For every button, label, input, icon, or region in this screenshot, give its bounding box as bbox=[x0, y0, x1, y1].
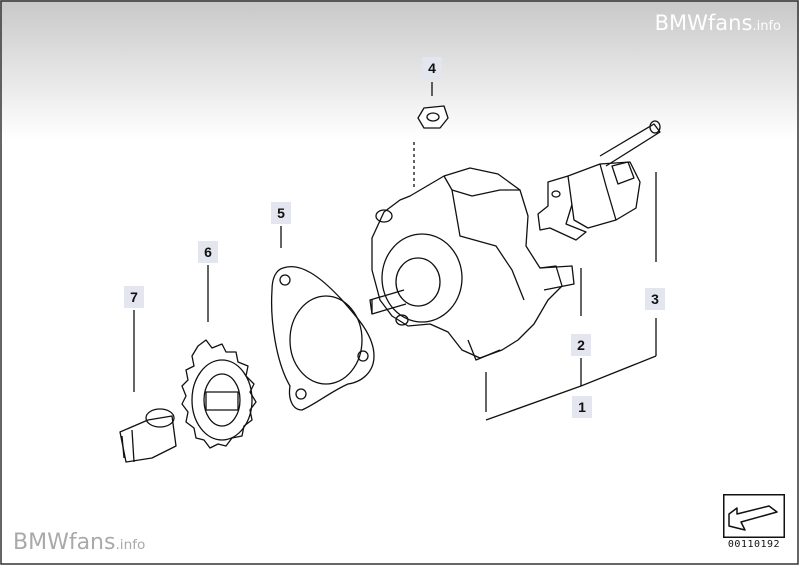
callout-6[interactable]: 6 bbox=[198, 241, 218, 263]
sprocket-part bbox=[181, 339, 257, 449]
callout-5[interactable]: 5 bbox=[271, 202, 291, 224]
nut-part bbox=[417, 105, 449, 129]
watermark-top: BMWfans.info bbox=[654, 11, 781, 35]
leader-lines bbox=[133, 82, 657, 421]
high-pressure-pump-part bbox=[369, 167, 575, 361]
navigation-arrow-icon[interactable] bbox=[723, 494, 785, 538]
pressure-control-valve-part bbox=[537, 120, 661, 241]
callout-4[interactable]: 4 bbox=[422, 57, 442, 79]
callout-2[interactable]: 2 bbox=[571, 334, 591, 356]
callout-1[interactable]: 1 bbox=[572, 396, 592, 418]
callout-3[interactable]: 3 bbox=[645, 288, 665, 310]
watermark-bottom: BMWfans.info bbox=[13, 530, 146, 555]
bushing-part bbox=[119, 408, 177, 463]
gasket-part bbox=[271, 266, 375, 411]
callout-7[interactable]: 7 bbox=[124, 286, 144, 308]
header-gradient bbox=[0, 0, 799, 140]
diagram-id: 00110192 bbox=[727, 539, 781, 550]
